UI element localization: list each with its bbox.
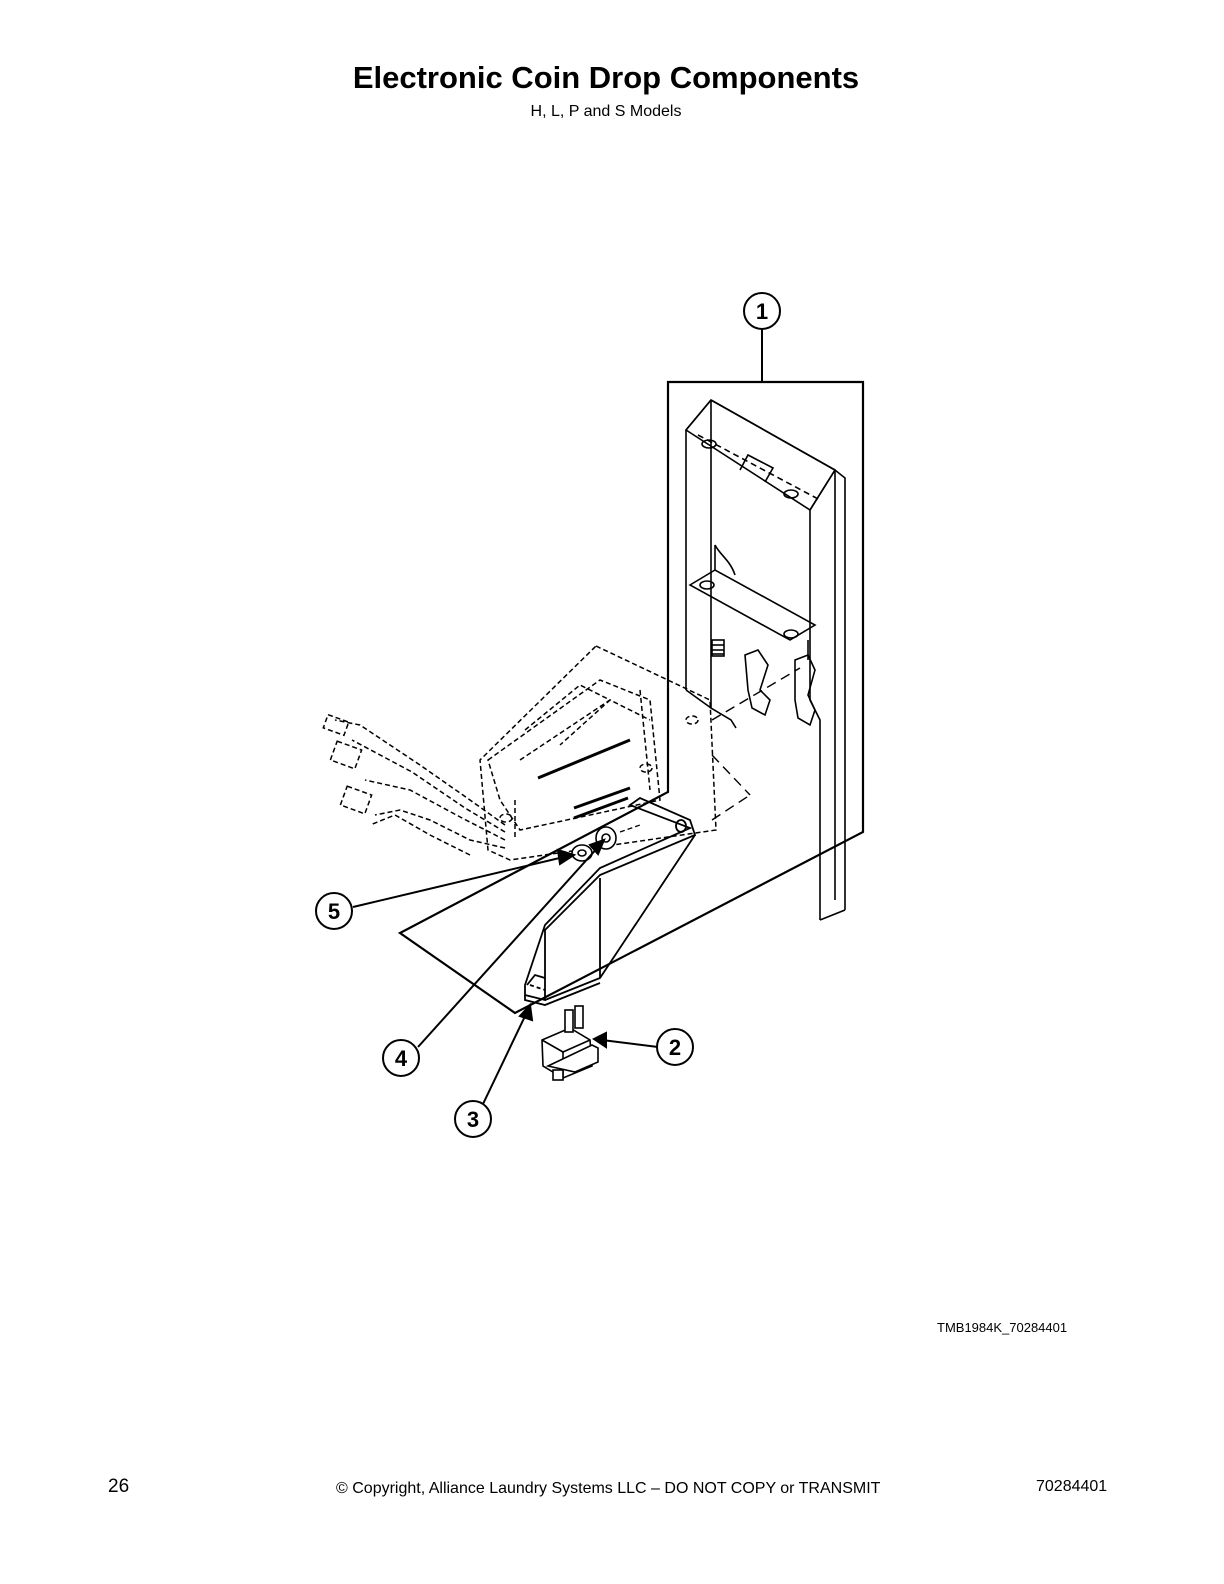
- callout-4: 4: [382, 1039, 420, 1077]
- svg-text:4: 4: [395, 1046, 408, 1071]
- svg-text:5: 5: [328, 899, 340, 924]
- svg-text:3: 3: [467, 1107, 479, 1132]
- electronic-control-board: [322, 645, 717, 861]
- page-number: 26: [108, 1476, 130, 1497]
- coin-switch: [541, 1005, 599, 1081]
- svg-text:2: 2: [669, 1035, 681, 1060]
- callout-1: 1: [743, 292, 781, 330]
- svg-text:1: 1: [756, 299, 768, 324]
- assembly-outline: [397, 380, 865, 1015]
- mounting-bracket: [684, 398, 846, 921]
- callout-5: 5: [315, 892, 353, 930]
- document-number: 70284401: [1036, 1478, 1108, 1495]
- callout-2: 2: [656, 1028, 694, 1066]
- callout-3: 3: [454, 1100, 492, 1138]
- board-terminals: [537, 738, 631, 820]
- coin-chute-plate: [524, 796, 697, 1006]
- page-title: Electronic Coin Drop Components: [352, 60, 860, 95]
- copyright-notice: © Copyright, Alliance Laundry Systems LL…: [336, 1480, 881, 1497]
- figure-code: TMB1984K_70284401: [937, 1320, 1068, 1335]
- page-subtitle: H, L, P and S Models: [530, 103, 682, 120]
